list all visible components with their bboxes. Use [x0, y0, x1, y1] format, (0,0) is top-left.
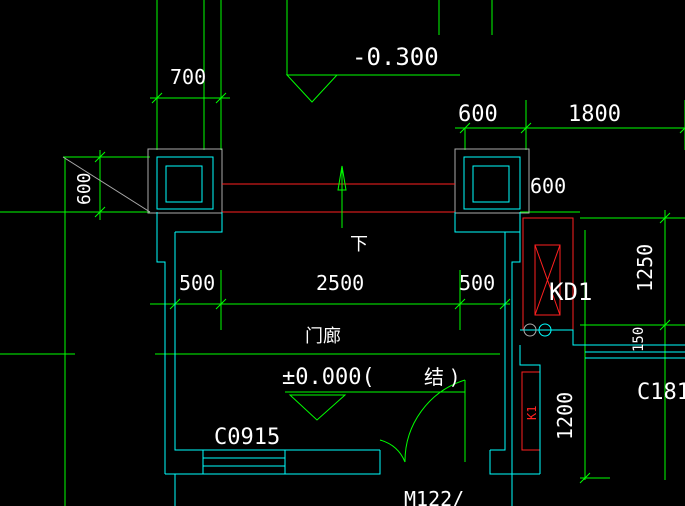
k1-label: K1	[525, 406, 539, 420]
dim-150: 150	[631, 327, 647, 352]
left-column	[147, 148, 223, 214]
dim-700: 700	[170, 65, 206, 89]
door-arc-icon	[379, 439, 406, 463]
dim-1800: 1800	[568, 102, 621, 127]
triangle-down-icon	[285, 74, 339, 103]
door-m122-label: M122/	[404, 487, 464, 506]
labels: -0.300 700 600 1800 600 600 下 500 2500 5…	[74, 43, 685, 506]
right-window-label: C181	[637, 380, 685, 405]
dim-500-right: 500	[459, 271, 495, 295]
down-label: 下	[350, 234, 368, 255]
dim-1250: 1250	[633, 244, 657, 292]
elevation-note-label: 结 )	[424, 365, 458, 389]
dim-600-top: 600	[458, 102, 498, 127]
arrow-up-icon	[337, 165, 347, 228]
elevation-main-label: ±0.000(	[282, 365, 375, 390]
window-c0915-label: C0915	[214, 425, 280, 450]
diagonal-reference	[62, 156, 151, 213]
dim-2500: 2500	[316, 271, 364, 295]
dim-600-left: 600	[74, 172, 95, 205]
dim-600-right: 600	[530, 174, 566, 198]
dim-500-left: 500	[179, 271, 215, 295]
elevation-top-label: -0.300	[352, 43, 439, 71]
kd1-label: KD1	[549, 278, 592, 306]
triangle-down-icon	[288, 394, 347, 421]
right-column	[454, 148, 530, 214]
marker-circle	[523, 323, 537, 337]
dim-1200: 1200	[553, 392, 577, 440]
walls	[156, 212, 685, 506]
porch-label: 门廊	[305, 326, 341, 347]
